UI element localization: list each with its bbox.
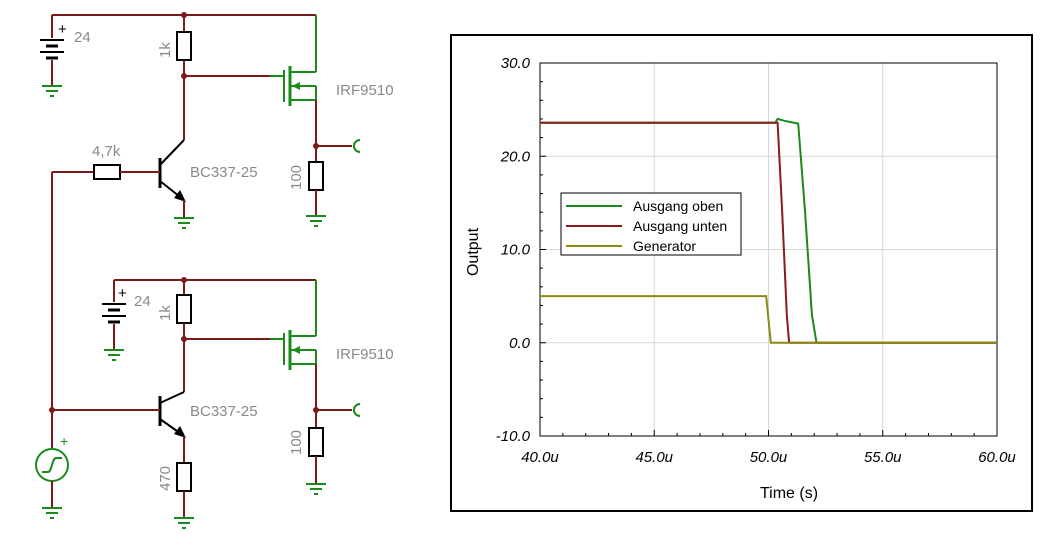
chart-panel: 30.0 20.0 10.0 0.0 -10.0 40.0u 45.0u 50.0u 55.0… — [450, 34, 1033, 512]
generator-plus: + — [60, 433, 68, 449]
y-tick-label: 20.0 — [500, 148, 531, 165]
bottom-collector-resistor-label: 1k — [157, 305, 174, 321]
bottom-mosfet: IRF9510 — [270, 280, 394, 370]
y-tick-label: 10.0 — [501, 242, 531, 259]
top-stage: + 24 1k IRF9510 — [40, 12, 394, 410]
x-axis-title: Time (s) — [760, 485, 818, 502]
top-battery-label: 24 — [74, 29, 91, 46]
top-battery-plus: + — [58, 21, 67, 38]
series-line-1 — [540, 117, 997, 344]
y-tick-label: -10.0 — [496, 428, 531, 445]
top-transistor: BC337-25 — [158, 139, 258, 202]
legend-label: Ausgang oben — [633, 198, 723, 214]
circuit-schematic: + 24 1k IRF9510 — [35, 12, 394, 529]
x-tick-label: 55.0u — [864, 449, 902, 466]
top-mosfet-label: IRF9510 — [336, 82, 394, 99]
ground-icon — [174, 217, 194, 229]
bottom-transistor: BC337-25 — [158, 391, 258, 438]
bottom-load-resistor — [308, 427, 324, 457]
bottom-collector-resistor — [176, 294, 192, 324]
output-chart: 30.0 20.0 10.0 0.0 -10.0 40.0u 45.0u 50.0u 55.0… — [465, 55, 1016, 502]
x-tick-label: 45.0u — [635, 449, 673, 466]
x-tick-label: 40.0u — [521, 449, 559, 466]
emitter-resistor — [176, 462, 192, 492]
top-transistor-label: BC337-25 — [190, 164, 258, 181]
x-tick-label: 50.0u — [750, 449, 788, 466]
ground-icon — [306, 215, 326, 227]
ground-icon — [104, 349, 124, 361]
bottom-battery: + 24 — [102, 280, 151, 350]
bottom-mosfet-label: IRF9510 — [336, 346, 394, 363]
ground-icon — [42, 85, 62, 97]
top-output-terminal-icon — [353, 139, 361, 153]
ground-icon — [174, 517, 194, 529]
top-battery: + 24 — [40, 15, 91, 86]
bottom-battery-plus: + — [118, 285, 127, 302]
base-resistor — [93, 164, 121, 180]
bottom-output-terminal-icon — [353, 403, 361, 417]
bottom-load-resistor-label: 100 — [288, 430, 305, 455]
y-tick-label: 0.0 — [509, 335, 531, 352]
y-axis-ticks: 30.0 20.0 10.0 0.0 -10.0 — [496, 55, 546, 445]
top-load-resistor-label: 100 — [288, 165, 305, 190]
legend-label: Generator — [633, 238, 696, 254]
bottom-transistor-label: BC337-25 — [190, 403, 258, 420]
x-axis-ticks: 40.0u 45.0u 50.0u 55.0u 60.0u — [521, 430, 1016, 466]
x-tick-label: 60.0u — [978, 449, 1016, 466]
chart-series — [540, 117, 997, 344]
base-resistor-label: 4,7k — [92, 143, 121, 160]
bottom-battery-label: 24 — [134, 293, 151, 310]
legend-label: Ausgang unten — [633, 218, 727, 234]
series-line-3 — [540, 295, 997, 344]
ground-icon — [306, 483, 326, 495]
y-tick-label: 30.0 — [501, 55, 531, 72]
bottom-stage: + 24 1k IRF9510 — [35, 277, 394, 529]
emitter-resistor-label: 470 — [157, 466, 174, 491]
y-axis-title: Output — [465, 227, 482, 276]
top-collector-resistor-label: 1k — [157, 42, 174, 58]
top-collector-resistor — [176, 31, 192, 61]
top-load-resistor — [308, 161, 324, 191]
top-mosfet: IRF9510 — [270, 15, 394, 106]
ground-icon — [42, 507, 62, 519]
